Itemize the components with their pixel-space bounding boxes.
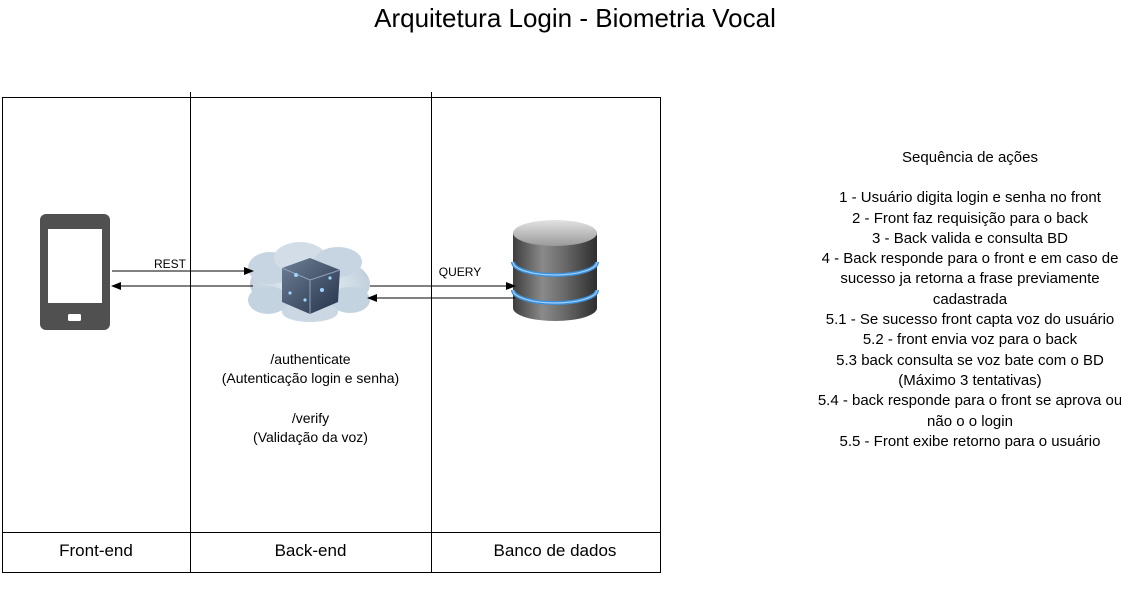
verify-description: (Validação da voz) bbox=[253, 429, 368, 445]
sequence-step: 5.4 - back responde para o front se apro… bbox=[817, 392, 1121, 430]
sequence-step: 1 - Usuário digita login e senha no fron… bbox=[839, 189, 1101, 207]
column-label-backend: Back-end bbox=[274, 541, 347, 560]
column-label-frontend: Front-end bbox=[59, 541, 133, 560]
rest-arrows bbox=[111, 267, 254, 290]
database-icon bbox=[511, 220, 599, 321]
sequence-step: 2 - Front faz requisição para o back bbox=[852, 209, 1088, 227]
query-arrows bbox=[367, 282, 516, 302]
sequence-step: 3 - Back valida e consulta BD bbox=[872, 229, 1068, 247]
page-title: Arquitetura Login - Biometria Vocal bbox=[374, 3, 776, 33]
query-label: QUERY bbox=[438, 265, 482, 279]
smartphone-icon bbox=[40, 214, 110, 330]
sequence-step: 5.1 - Se sucesso front capta voz do usuá… bbox=[825, 311, 1115, 329]
sequence-step: 5.2 - front envia voz para o back bbox=[862, 331, 1078, 349]
swimlane-container bbox=[2, 92, 661, 573]
sequence-title: Sequência de ações bbox=[902, 149, 1038, 166]
cloud-server-icon bbox=[248, 242, 370, 322]
verify-endpoint: /verify bbox=[291, 410, 330, 426]
rest-label: REST bbox=[153, 257, 186, 271]
sequence-panel: Sequência de ações 1 - Usuário digita lo… bbox=[810, 148, 1121, 452]
authenticate-endpoint: /authenticate bbox=[270, 351, 351, 367]
sequence-step: 5.3 back consulta se voz bate com o BD (… bbox=[836, 351, 1104, 389]
column-label-database: Banco de dados bbox=[493, 541, 617, 560]
authenticate-description: (Autenticação login e senha) bbox=[221, 370, 400, 386]
sequence-step: 4 - Back responde para o front e em caso… bbox=[821, 250, 1119, 308]
sequence-list: 1 - Usuário digita login e senha no fron… bbox=[810, 188, 1121, 452]
sequence-step: 5.5 - Front exibe retorno para o usuário bbox=[839, 432, 1101, 450]
